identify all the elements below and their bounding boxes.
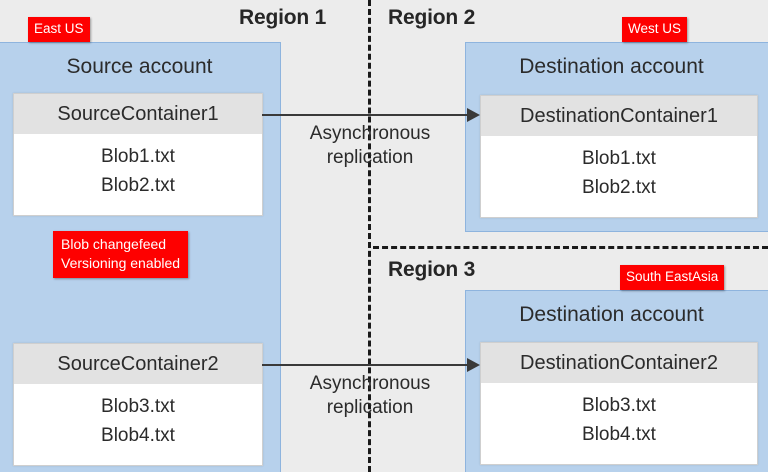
container-header-sourcecontainer1: SourceContainer1 xyxy=(14,94,262,134)
container-body-sourcecontainer1: Blob1.txt Blob2.txt xyxy=(14,134,262,215)
feature-badge-line-2: Versioning enabled xyxy=(61,254,181,271)
destination-account-2-title: Destination account xyxy=(519,303,704,326)
feature-badge-line-1: Blob changefeed xyxy=(61,236,167,252)
replication-arrow-1-label: Asynchronous replication xyxy=(281,122,459,170)
replication-arrow-2-label: Asynchronous replication xyxy=(281,372,459,420)
blob-item: Blob4.txt xyxy=(582,424,656,446)
region-divider-horizontal xyxy=(373,246,768,249)
container-body-destinationcontainer1: Blob1.txt Blob2.txt xyxy=(481,136,757,217)
container-header-sourcecontainer2: SourceContainer2 xyxy=(14,344,262,384)
badge-south-east-asia: South EastAsia xyxy=(620,265,725,290)
container-header-destinationcontainer1: DestinationContainer1 xyxy=(481,96,757,136)
container-card-sourcecontainer2[interactable]: SourceContainer2 Blob3.txt Blob4.txt xyxy=(13,343,263,466)
badge-west-us: West US xyxy=(622,17,688,42)
badge-blob-changefeed-versioning: Blob changefeed Versioning enabled xyxy=(53,231,189,278)
container-body-destinationcontainer2: Blob3.txt Blob4.txt xyxy=(481,383,757,464)
blob-item: Blob4.txt xyxy=(101,425,175,447)
container-header-destinationcontainer2: DestinationContainer2 xyxy=(481,343,757,383)
arrow-label-line-2: replication xyxy=(326,396,414,418)
region-1-title: Region 1 xyxy=(239,6,327,29)
arrow-label-line-1: Asynchronous xyxy=(309,373,431,394)
replication-arrow-1-head xyxy=(467,108,480,122)
region-3-title: Region 3 xyxy=(388,258,476,281)
destination-account-1-title: Destination account xyxy=(519,55,704,78)
replication-arrow-1-line xyxy=(262,114,468,116)
region-divider-vertical xyxy=(368,0,371,472)
arrow-label-line-2: replication xyxy=(326,146,414,168)
region-2-title: Region 2 xyxy=(388,6,476,29)
arrow-label-line-1: Asynchronous xyxy=(309,123,431,144)
blob-item: Blob1.txt xyxy=(101,146,175,167)
blob-item: Blob3.txt xyxy=(101,396,175,417)
replication-arrow-2-line xyxy=(262,364,468,366)
container-body-sourcecontainer2: Blob3.txt Blob4.txt xyxy=(14,384,262,465)
container-card-destinationcontainer2[interactable]: DestinationContainer2 Blob3.txt Blob4.tx… xyxy=(480,342,758,465)
container-card-sourcecontainer1[interactable]: SourceContainer1 Blob1.txt Blob2.txt xyxy=(13,93,263,216)
container-card-destinationcontainer1[interactable]: DestinationContainer1 Blob1.txt Blob2.tx… xyxy=(480,95,758,218)
replication-arrow-2-head xyxy=(467,358,480,372)
blob-item: Blob2.txt xyxy=(582,177,656,199)
source-account-title: Source account xyxy=(66,55,213,78)
blob-item: Blob1.txt xyxy=(582,148,656,169)
blob-item: Blob3.txt xyxy=(582,395,656,416)
blob-item: Blob2.txt xyxy=(101,175,175,197)
badge-east-us: East US xyxy=(28,17,90,42)
